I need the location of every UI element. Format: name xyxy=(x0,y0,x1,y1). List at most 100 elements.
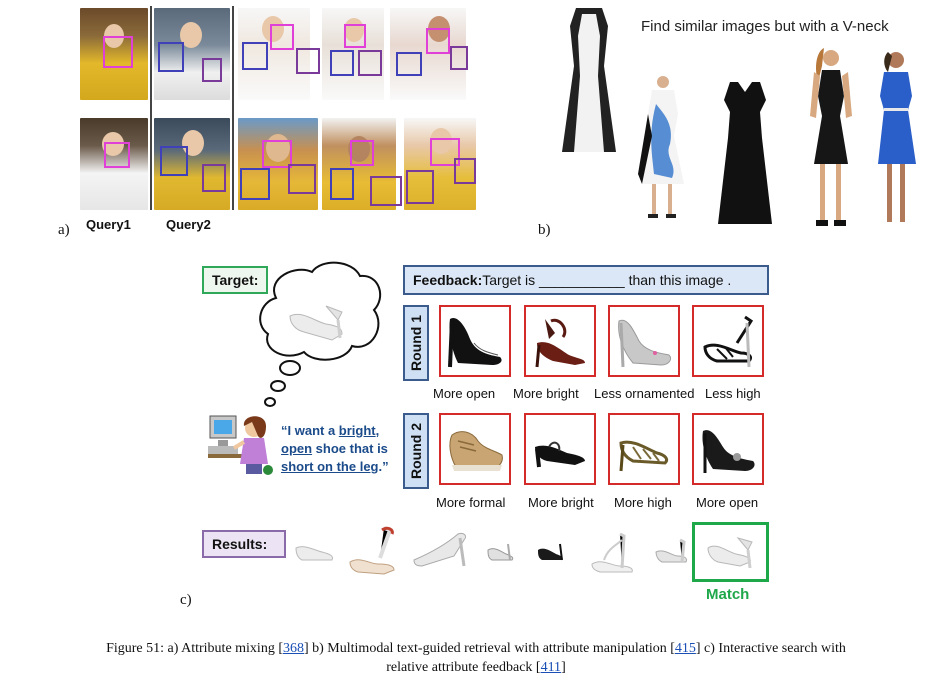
result-dress-image xyxy=(810,48,852,226)
thought-bubble xyxy=(259,261,382,407)
attribute-box xyxy=(454,158,476,184)
black-strappy-high-heel-image xyxy=(703,315,754,368)
query-dress-image xyxy=(562,8,616,152)
result-shoe-5[interactable] xyxy=(534,540,568,562)
attribute-box xyxy=(242,42,268,70)
citation-link-415[interactable]: 415 xyxy=(674,641,696,656)
instruction-text: Find similar images but with a V-neck xyxy=(641,18,889,35)
round1-shoe-3[interactable] xyxy=(608,305,680,377)
result-dress-image xyxy=(638,76,684,218)
result-shoe-7[interactable] xyxy=(652,534,692,570)
round1-caption-4: Less high xyxy=(705,386,761,401)
round1-shoe-2[interactable] xyxy=(524,305,596,377)
figure-caption: Figure 51: a) Attribute mixing [368] b) … xyxy=(0,639,952,677)
match-frame[interactable] xyxy=(692,522,769,582)
query2-photo-top xyxy=(154,8,230,100)
result-shoe-4[interactable] xyxy=(484,538,518,564)
face-box xyxy=(350,140,374,166)
round-2-tag: Round 2 xyxy=(403,413,429,489)
attribute-box xyxy=(240,168,270,200)
query1-photo-top xyxy=(80,8,148,100)
attribute-box xyxy=(370,176,402,206)
panel-b-label: b) xyxy=(538,222,551,238)
match-label: Match xyxy=(706,586,750,603)
result-shoe-6[interactable] xyxy=(584,528,640,578)
caption-text: ] c) Interactive search with xyxy=(695,641,846,656)
round2-caption-4: More open xyxy=(696,495,759,510)
citation-link-411[interactable]: 411 xyxy=(540,660,562,675)
attribute-box xyxy=(396,52,422,76)
round2-caption-2: More bright xyxy=(528,495,594,510)
query1-label: Query1 xyxy=(86,217,131,232)
round2-caption-1: More formal xyxy=(436,495,506,510)
round1-shoe-1[interactable] xyxy=(439,305,511,377)
round-1-tag: Round 1 xyxy=(403,305,429,381)
attribute-box xyxy=(330,168,354,200)
round1-caption-2: More bright xyxy=(513,386,579,401)
divider xyxy=(232,6,234,210)
speech-attribute-open: open xyxy=(281,441,313,456)
round2-shoe-2[interactable] xyxy=(524,413,596,485)
target-label-box: Target: xyxy=(202,266,268,294)
panel-c-label: c) xyxy=(180,592,192,608)
tan-sneaker-image xyxy=(449,431,503,471)
attribute-box xyxy=(358,50,382,76)
round2-caption-3: More high xyxy=(614,495,672,510)
user-at-computer-icon xyxy=(208,415,273,475)
attribute-box xyxy=(202,58,222,82)
bronze-strappy-sandal-image xyxy=(619,440,669,472)
result-shoe-2[interactable] xyxy=(344,522,406,578)
face-box xyxy=(344,24,366,48)
round1-shoe-4[interactable] xyxy=(692,305,764,377)
caption-text: ] xyxy=(561,660,566,675)
result-dress-image xyxy=(878,52,916,222)
round1-caption-3: Less ornamented xyxy=(594,386,695,401)
caption-text: Figure 51: a) Attribute mixing [ xyxy=(106,641,283,656)
face-box xyxy=(426,28,450,54)
speech-attribute-short: short on the leg xyxy=(281,459,379,474)
brown-strappy-heel-image xyxy=(535,318,585,368)
results-label-box: Results: xyxy=(202,530,286,558)
black-slingback-image xyxy=(535,441,585,468)
face-box xyxy=(104,142,130,168)
attribute-box xyxy=(450,46,468,70)
speech-attribute-bright: bright xyxy=(338,423,376,438)
attribute-box xyxy=(160,146,188,176)
query2-label: Query2 xyxy=(166,217,211,232)
face-box xyxy=(262,140,292,168)
attribute-box xyxy=(330,50,354,76)
attribute-box xyxy=(406,170,434,204)
round-2-label: Round 2 xyxy=(408,423,424,479)
round2-shoe-3[interactable] xyxy=(608,413,680,485)
user-speech: “I want a bright, open shoe that is shor… xyxy=(281,422,395,476)
round2-shoe-1[interactable] xyxy=(439,413,511,485)
caption-text: relative attribute feedback [ xyxy=(386,660,541,675)
divider xyxy=(150,6,152,210)
face-box xyxy=(430,138,460,166)
face-box xyxy=(103,36,133,68)
attribute-box xyxy=(288,164,316,194)
result-shoe-1[interactable] xyxy=(292,532,338,568)
query1-photo-bottom xyxy=(80,118,148,210)
matched-shoe-image xyxy=(706,537,753,569)
panel-a-label: a) xyxy=(58,222,70,238)
result-photo xyxy=(238,118,318,210)
result-shoe-3[interactable] xyxy=(408,526,474,574)
speech-text: , xyxy=(375,423,380,438)
round2-shoe-4[interactable] xyxy=(692,413,764,485)
caption-text: ] b) Multimodal text-guided retrieval wi… xyxy=(303,641,675,656)
round1-caption-1: More open xyxy=(433,386,496,401)
speech-text: shoe that is xyxy=(312,441,388,456)
result-dress-image xyxy=(718,82,772,224)
black-embellished-heel-image xyxy=(702,430,755,473)
silver-glitter-heel-image xyxy=(618,319,672,368)
citation-link-368[interactable]: 368 xyxy=(282,641,304,656)
attribute-box xyxy=(296,48,320,74)
result-photo xyxy=(238,8,310,100)
face-box xyxy=(270,24,294,50)
feedback-box: Feedback: Target is ___________ than thi… xyxy=(403,265,769,295)
result-photo xyxy=(390,8,466,100)
attribute-box xyxy=(202,164,226,192)
feedback-text: Target is ___________ than this image . xyxy=(482,272,732,288)
attribute-box xyxy=(158,42,184,72)
